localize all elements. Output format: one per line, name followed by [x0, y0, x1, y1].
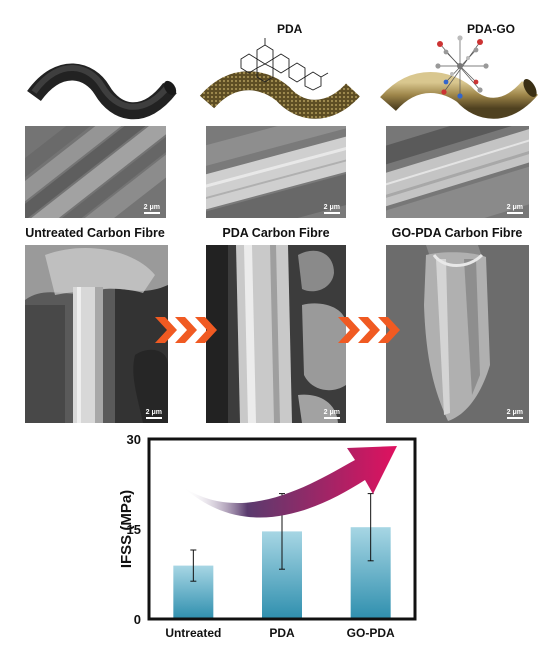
x-tick-label: Untreated [165, 626, 221, 640]
increase-curve-arrow-icon [183, 446, 397, 518]
ifss-bar-chart: IFSS (MPa) 0 15 30 Untreated PDA GO-PDA [115, 432, 547, 650]
pda-fibre-render [199, 38, 360, 119]
x-tick-label: GO-PDA [347, 626, 395, 640]
sem-go-pda-pullout: 2 μm [386, 245, 529, 423]
scale-bar: 2 μm [507, 204, 523, 214]
scale-bar: 2 μm [324, 204, 340, 214]
caption-pda: PDA Carbon Fibre [222, 226, 330, 240]
chart-frame [147, 437, 417, 621]
sem-untreated-pullout: 2 μm [25, 245, 168, 423]
pda-go-label: PDA-GO [467, 22, 515, 36]
sem-untreated-surface: 2 μm [25, 126, 166, 218]
caption-untreated: Untreated Carbon Fibre [25, 226, 165, 240]
sem-go-pda-surface: 2 μm [386, 126, 529, 218]
error-bar [190, 549, 197, 582]
y-tick-label: 15 [127, 522, 141, 537]
chevron-arrows-right-icon [338, 317, 400, 343]
y-tick-label: 30 [127, 432, 141, 447]
caption-go-pda: GO-PDA Carbon Fibre [391, 226, 523, 240]
chevron-arrows-right-icon [155, 317, 217, 343]
scale-bar: 2 μm [324, 409, 340, 419]
scale-bar: 2 μm [146, 409, 162, 419]
y-axis-label: IFSS (MPa) [118, 490, 135, 568]
error-bar [367, 493, 374, 562]
scale-bar: 2 μm [144, 204, 160, 214]
untreated-fibre-render [27, 63, 177, 120]
sem-pda-pullout: 2 μm [206, 245, 346, 423]
y-tick-label: 0 [134, 612, 141, 627]
sem-pda-surface: 2 μm [206, 126, 346, 218]
pda-label: PDA [277, 22, 303, 36]
pda-go-fibre-render [380, 35, 538, 119]
scale-bar: 2 μm [507, 409, 523, 419]
x-tick-label: PDA [269, 626, 295, 640]
